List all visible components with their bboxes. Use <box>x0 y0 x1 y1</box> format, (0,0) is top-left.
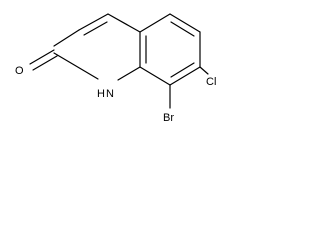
bond-c3-c4 <box>78 13 109 31</box>
bond-c8-c8a <box>139 66 171 86</box>
bond-c7-cl <box>199 66 209 75</box>
bond-c4a-c5 <box>139 13 171 33</box>
chlorine-label: Cl <box>206 76 216 88</box>
bond-c5-c6-double <box>170 21 195 37</box>
nitrogen-label: N <box>106 88 114 100</box>
bond-c7-c8 <box>169 66 201 86</box>
molecule-drawing: O H N Cl Br <box>15 13 216 124</box>
bond-c2-o-double <box>32 55 58 71</box>
bond-c7-c8-double <box>170 62 195 78</box>
bromine-label: Br <box>163 112 174 124</box>
structure-canvas: O H N Cl Br <box>0 0 226 131</box>
bond-n1-c2 <box>53 52 99 80</box>
bond-c2-c3 <box>53 29 80 47</box>
bond-c8a-n1 <box>117 66 141 81</box>
bond-c3-c4-double <box>83 21 108 36</box>
nh-hydrogen-label: H <box>97 88 105 100</box>
bond-c2-o <box>29 49 55 65</box>
bond-c4-c4a <box>107 13 141 33</box>
oxygen-label: O <box>15 65 24 77</box>
bond-c5-c6 <box>169 13 201 33</box>
